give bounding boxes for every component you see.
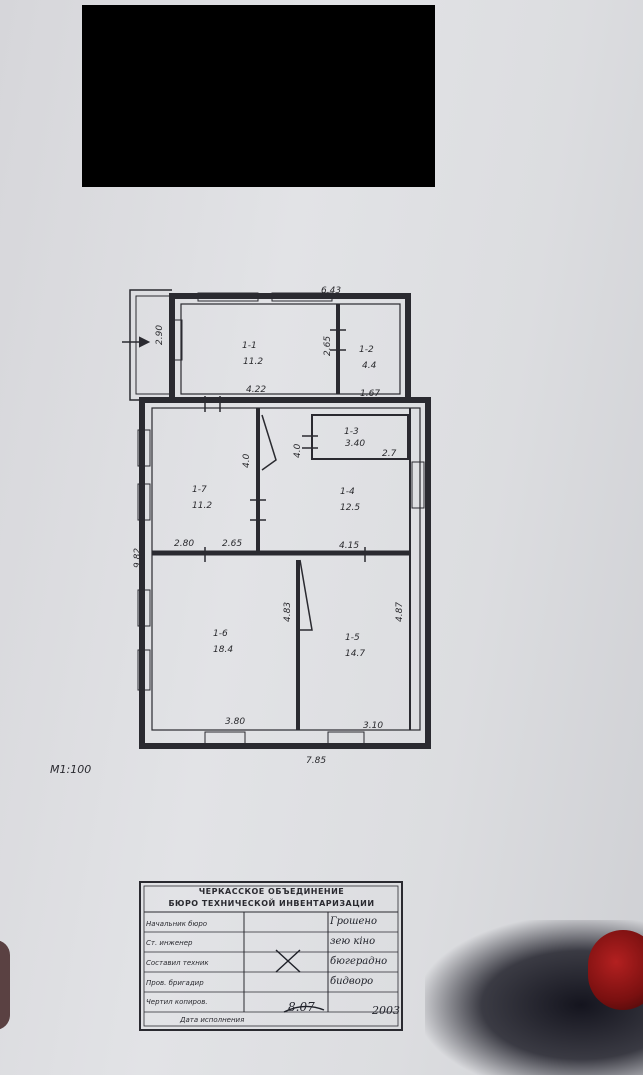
room-1-1-id: 1-1: [242, 341, 257, 351]
room-1-5-area: 14.7: [345, 649, 365, 659]
room-1-3-area: 3.40: [345, 439, 365, 449]
stamp-org-line2: БЮРО ТЕХНИЧЕСКОЙ ИНВЕНТАРИЗАЦИИ: [168, 899, 375, 908]
stamp-row-technician: Составил техник: [146, 959, 209, 967]
stamp-row-engineer: Ст. инженер: [146, 939, 193, 947]
handwriting-line3: бюгерадно: [330, 956, 388, 967]
handwriting-line4: бидворо: [330, 976, 374, 987]
stamp-row-foreman: Пров. бригадир: [146, 979, 204, 987]
redacted-block: [82, 5, 435, 187]
room-1-4-area: 12.5: [340, 503, 360, 513]
dim-bottom: 7.85: [306, 756, 326, 766]
room-1-4-id: 1-4: [340, 487, 355, 497]
room-1-2-area: 4.4: [362, 361, 377, 371]
room-1-7-area: 11.2: [192, 501, 212, 511]
stamp-row-copyist: Чертил копиров.: [146, 998, 208, 1006]
dim-porch: 2.90: [155, 325, 165, 345]
handwriting-date-day: 8.07: [288, 1000, 315, 1014]
room-1-1-area: 11.2: [243, 357, 263, 367]
room-1-1-dim: 4.22: [246, 385, 266, 395]
stamp-row-head: Начальник бюро: [146, 920, 208, 928]
dim-4-0-b: 4.0: [293, 443, 303, 458]
room-1-7-dim: 2.80: [174, 539, 194, 549]
stamp-row-date: Дата исполнения: [180, 1016, 245, 1024]
finger: [588, 930, 643, 1010]
stamp-org-line1: ЧЕРКАССКОЕ ОБЪЕДИНЕНИЕ: [198, 887, 345, 896]
room-1-5-dim: 3.10: [363, 721, 383, 731]
finger-left: [0, 940, 10, 1030]
room-1-6-id: 1-6: [213, 629, 228, 639]
handwriting-line1: Грошено: [330, 916, 378, 927]
room-1-3-dim: 2.7: [382, 449, 397, 459]
room-1-4-dim: 4.15: [339, 541, 359, 551]
handwriting-line2: зею кіно: [330, 936, 376, 947]
room-1-3-id: 1-3: [344, 427, 359, 437]
handwriting-date-year: 2003: [372, 1004, 400, 1017]
dim-4-83: 4.83: [283, 602, 293, 622]
dim-4-0-a: 4.0: [242, 453, 252, 468]
room-1-6-area: 18.4: [213, 645, 233, 655]
dim-4-87: 4.87: [395, 602, 405, 622]
inventory-stamp: ЧЕРКАССКОЕ ОБЪЕДИНЕНИЕ БЮРО ТЕХНИЧЕСКОЙ …: [140, 882, 403, 1032]
dim-2-65-top: 2.65: [323, 336, 333, 356]
room-1-2-id: 1-2: [359, 345, 374, 355]
dim-top: 6.43: [321, 286, 341, 296]
room-1-5-id: 1-5: [345, 633, 360, 643]
dim-left: 9.82: [133, 548, 143, 568]
dim-2-65: 2.65: [222, 539, 242, 549]
scale-label: М1:100: [50, 763, 92, 776]
room-1-2-dim: 1.67: [360, 389, 380, 399]
room-1-6-dim: 3.80: [225, 717, 245, 727]
room-1-7-id: 1-7: [192, 485, 207, 495]
